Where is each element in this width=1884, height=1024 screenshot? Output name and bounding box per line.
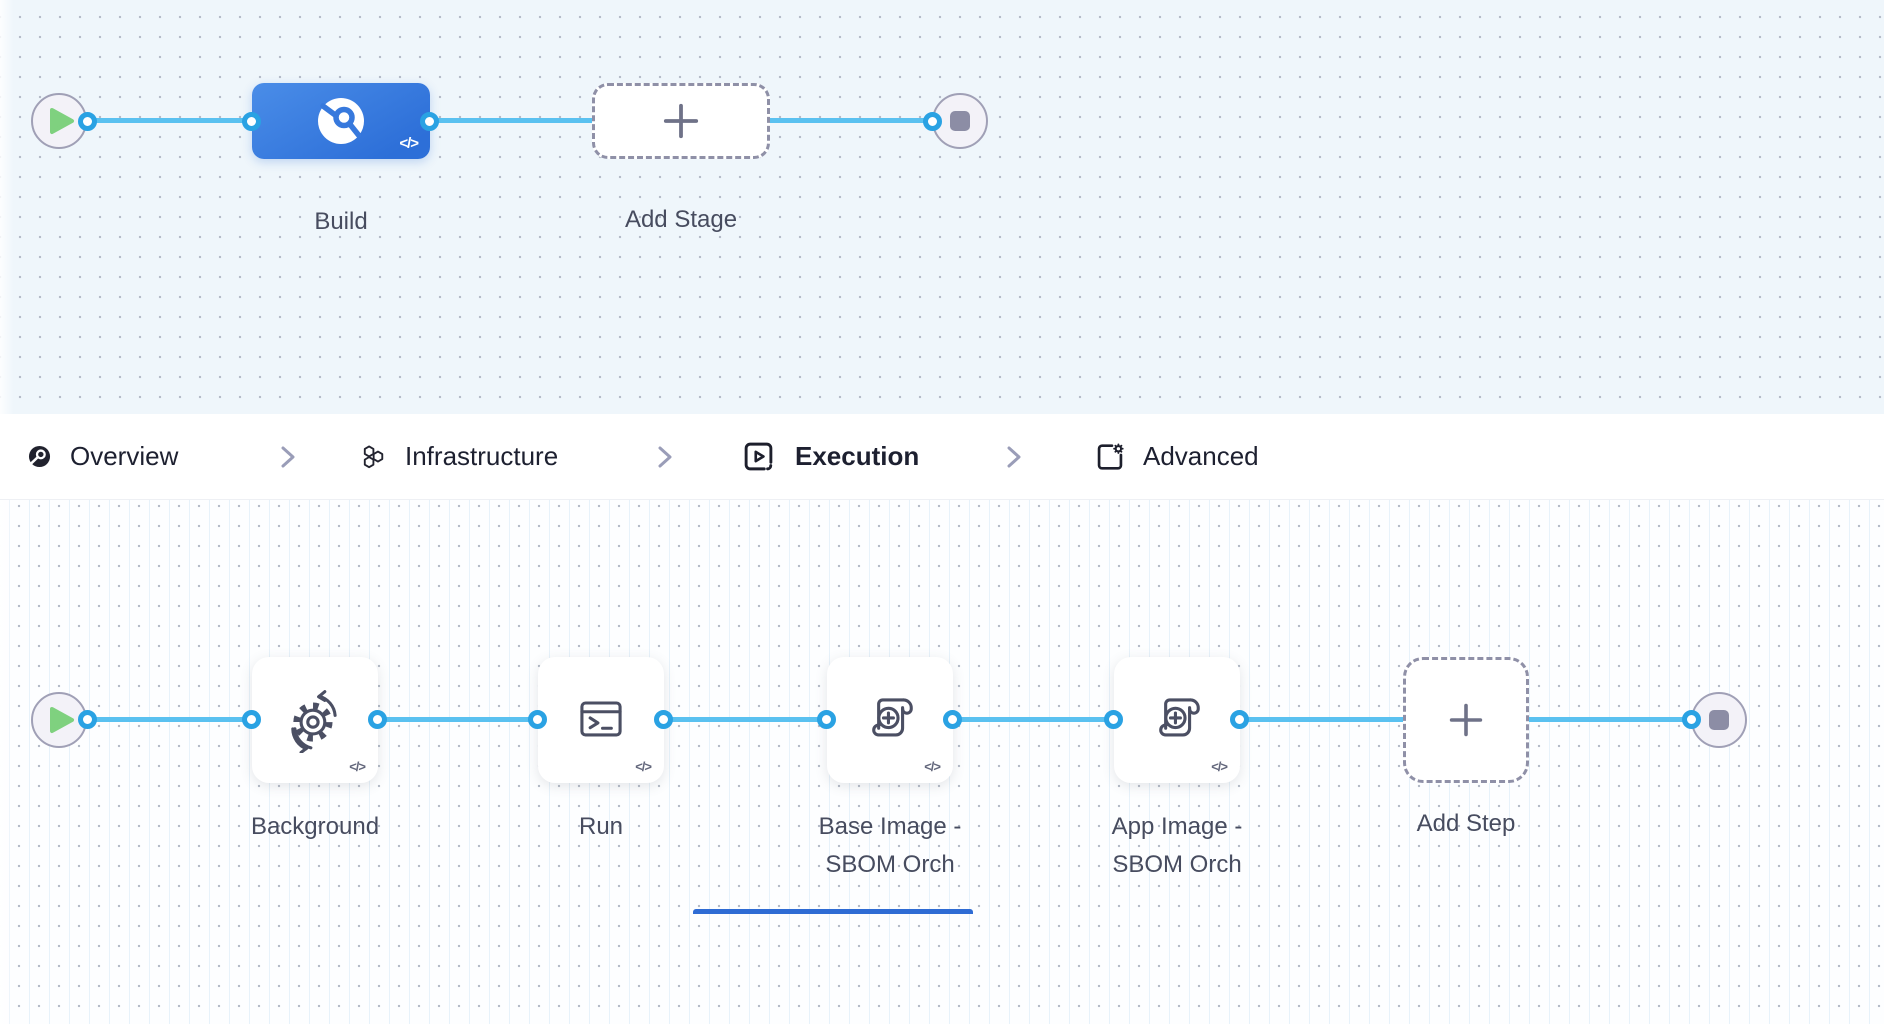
sbom-scroll-plus-icon (872, 698, 913, 737)
chevron-right-icon (1007, 446, 1021, 468)
tab-infrastructure[interactable]: Infrastructure (360, 414, 558, 499)
background-in-port[interactable] (242, 710, 261, 729)
add-stage-button[interactable] (592, 83, 770, 159)
build-out-port[interactable] (420, 112, 439, 131)
app-image-in-port[interactable] (1104, 710, 1123, 729)
tab-advanced-label: Advanced (1143, 441, 1259, 471)
stage-label-build: Build (314, 208, 368, 235)
stop-icon (950, 111, 970, 131)
tab-overview-label: Overview (70, 441, 179, 471)
yaml-code-badge: </> (349, 759, 366, 774)
terminal-icon (580, 701, 622, 737)
step-node-base-image-sbom-orch[interactable]: </> (827, 657, 953, 783)
chevron-right-icon (658, 446, 672, 468)
step-label-run: Run (578, 813, 624, 840)
plus-icon (663, 103, 699, 139)
plus-icon (1449, 703, 1483, 737)
pipeline-start-node[interactable] (31, 93, 87, 149)
infrastructure-icon (363, 444, 384, 468)
ci-build-icon (318, 98, 364, 144)
advanced-icon (1097, 443, 1124, 470)
step-node-run[interactable]: </> (538, 657, 664, 783)
background-gear-sync-icon (291, 690, 337, 753)
yaml-code-badge: </> (924, 759, 941, 774)
add-step-button[interactable] (1403, 657, 1529, 783)
play-icon (49, 108, 74, 134)
stage-node-build[interactable]: </> (252, 83, 430, 159)
add-step-label: Add Step (1416, 810, 1516, 837)
yaml-code-badge: </> (399, 135, 419, 152)
add-stage-label: Add Stage (624, 206, 738, 233)
step-label-base-image: Base Image - (818, 813, 962, 840)
tab-execution-label: Execution (795, 441, 920, 471)
execution-step-canvas[interactable]: </> Background </> Run (0, 500, 1884, 1024)
execution-end-in-port[interactable] (1682, 710, 1701, 729)
step-node-app-image-sbom-orch[interactable]: </> (1114, 657, 1240, 783)
stage-canvas[interactable]: </> Build Add Stage (0, 0, 1884, 414)
run-in-port[interactable] (528, 710, 547, 729)
stage-edge (88, 118, 933, 123)
chevron-right-icon (281, 446, 295, 468)
step-node-background[interactable]: </> (252, 657, 378, 783)
app-image-out-port[interactable] (1230, 710, 1249, 729)
step-label-background: Background (250, 813, 380, 840)
stop-icon (1709, 710, 1729, 730)
overview-icon (28, 445, 51, 468)
yaml-code-badge: </> (635, 759, 652, 774)
stage-config-tabbar: Overview Infrastructure (0, 414, 1884, 914)
tab-advanced[interactable]: Advanced (1094, 414, 1259, 499)
active-tab-indicator (693, 909, 973, 914)
stage-end-in-port[interactable] (923, 112, 942, 131)
execution-icon (744, 442, 773, 471)
base-image-in-port[interactable] (817, 710, 836, 729)
sbom-scroll-plus-icon (1159, 698, 1200, 737)
yaml-code-badge: </> (1211, 759, 1228, 774)
execution-start-node[interactable] (31, 692, 87, 748)
tab-overview[interactable]: Overview (28, 414, 178, 499)
play-icon (49, 707, 74, 733)
step-label-app-image: App Image - (1111, 813, 1243, 840)
stage-start-out-port[interactable] (78, 112, 97, 131)
build-in-port[interactable] (242, 112, 261, 131)
tab-infrastructure-label: Infrastructure (405, 441, 559, 471)
execution-start-out-port[interactable] (78, 710, 97, 729)
background-out-port[interactable] (368, 710, 387, 729)
base-image-out-port[interactable] (943, 710, 962, 729)
run-out-port[interactable] (654, 710, 673, 729)
tab-execution[interactable]: Execution (742, 414, 919, 499)
